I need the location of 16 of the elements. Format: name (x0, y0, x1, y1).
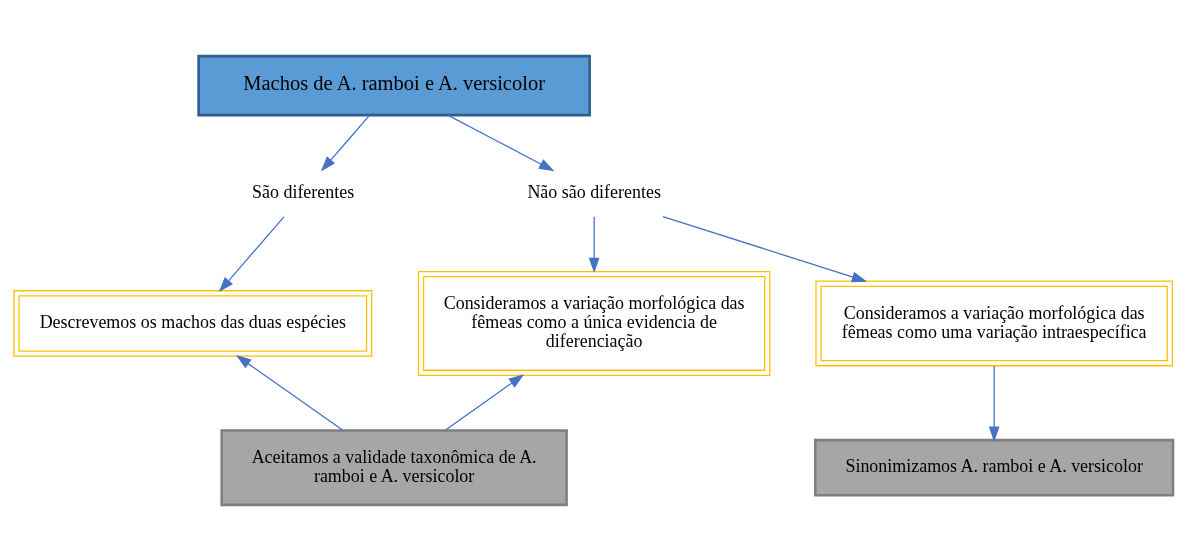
node-box: Consideramos a variação morfológica das fêmeas como a única evidencia de diferenciação (417, 270, 771, 376)
arrow (447, 114, 555, 171)
node-text: Não são diferentes (527, 181, 661, 202)
node-box: Aceitamos a validade taxonômica de A. ramboi e A. versicolor (220, 428, 568, 506)
arrow (662, 215, 868, 282)
arrow (588, 215, 600, 273)
arrow (218, 215, 285, 292)
arrow (444, 373, 525, 431)
node-text: São diferentes (252, 181, 355, 202)
node-box: Sinonimizamos A. ramboi e A. versicolor (814, 438, 1175, 497)
node-box: Descrevemos os machos das duas espécies (13, 289, 373, 357)
arrow (235, 354, 344, 431)
arrow (320, 114, 370, 171)
node-box: Machos de A. ramboi e A. versicolor (197, 54, 591, 116)
arrow (988, 364, 1000, 442)
node-box: Consideramos a variação morfológica das fêmeas como uma variação intraespecífica (815, 280, 1174, 366)
